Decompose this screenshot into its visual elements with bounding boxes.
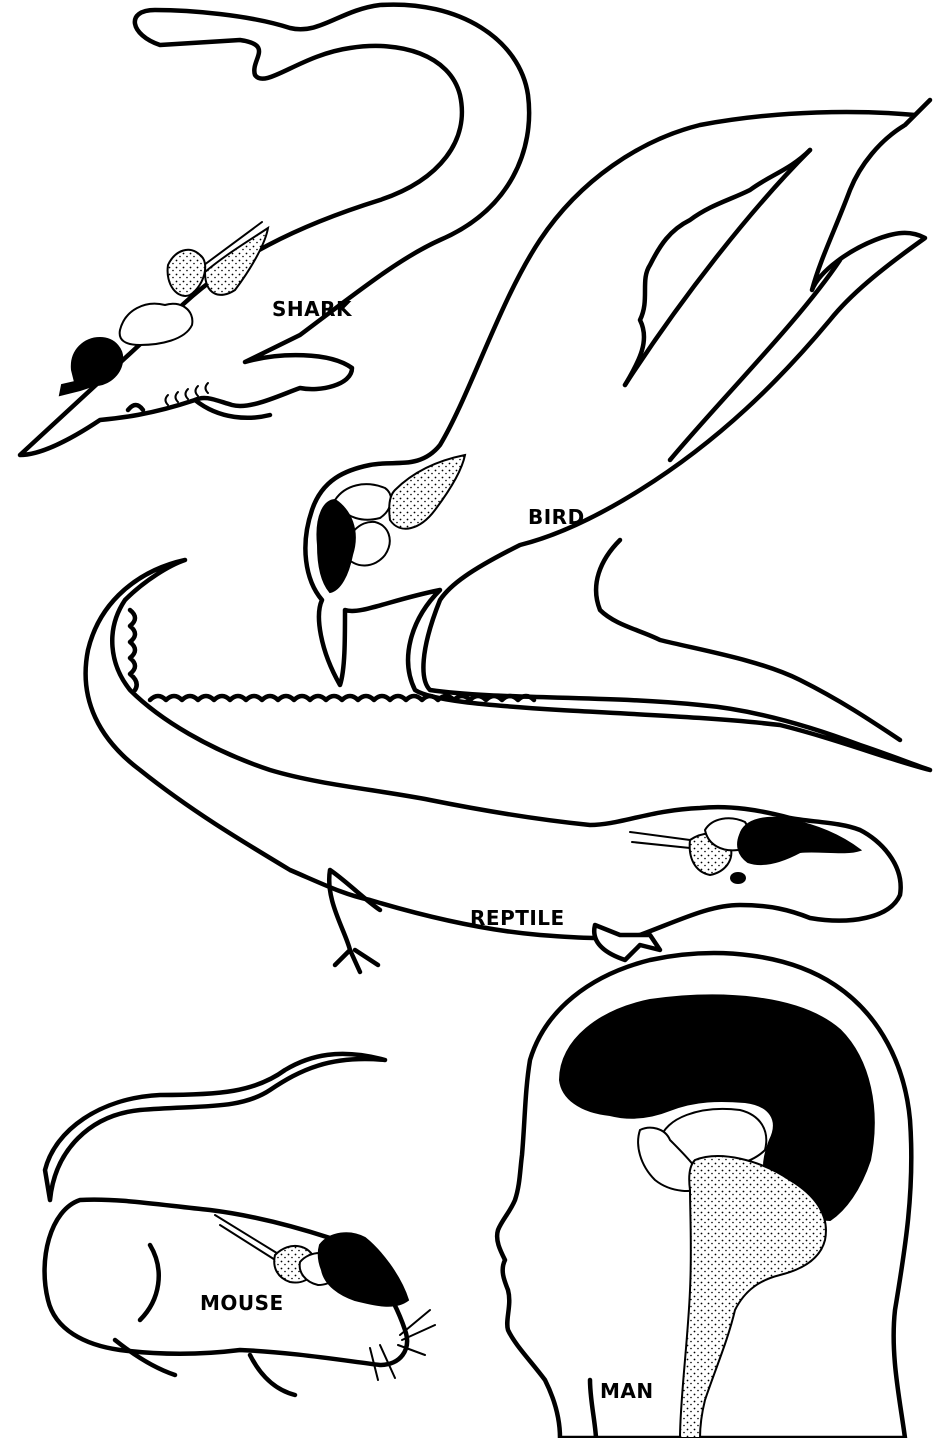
mouse-front-leg [250, 1355, 295, 1395]
reptile-body-outline [86, 560, 901, 938]
mouse-figure: MOUSE [45, 1054, 435, 1395]
shark-body-outline [20, 5, 529, 455]
reptile-eye [731, 873, 745, 883]
reptile-label: REPTILE [470, 906, 565, 930]
shark-figure: SHARK [20, 5, 529, 455]
man-figure: MAN [497, 953, 911, 1438]
reptile-figure: REPTILE [86, 560, 901, 972]
bird-label: BIRD [528, 505, 585, 529]
shark-label: SHARK [272, 297, 353, 321]
man-label: MAN [600, 1379, 654, 1403]
mouse-label: MOUSE [200, 1291, 284, 1315]
mouse-tail [45, 1054, 385, 1200]
